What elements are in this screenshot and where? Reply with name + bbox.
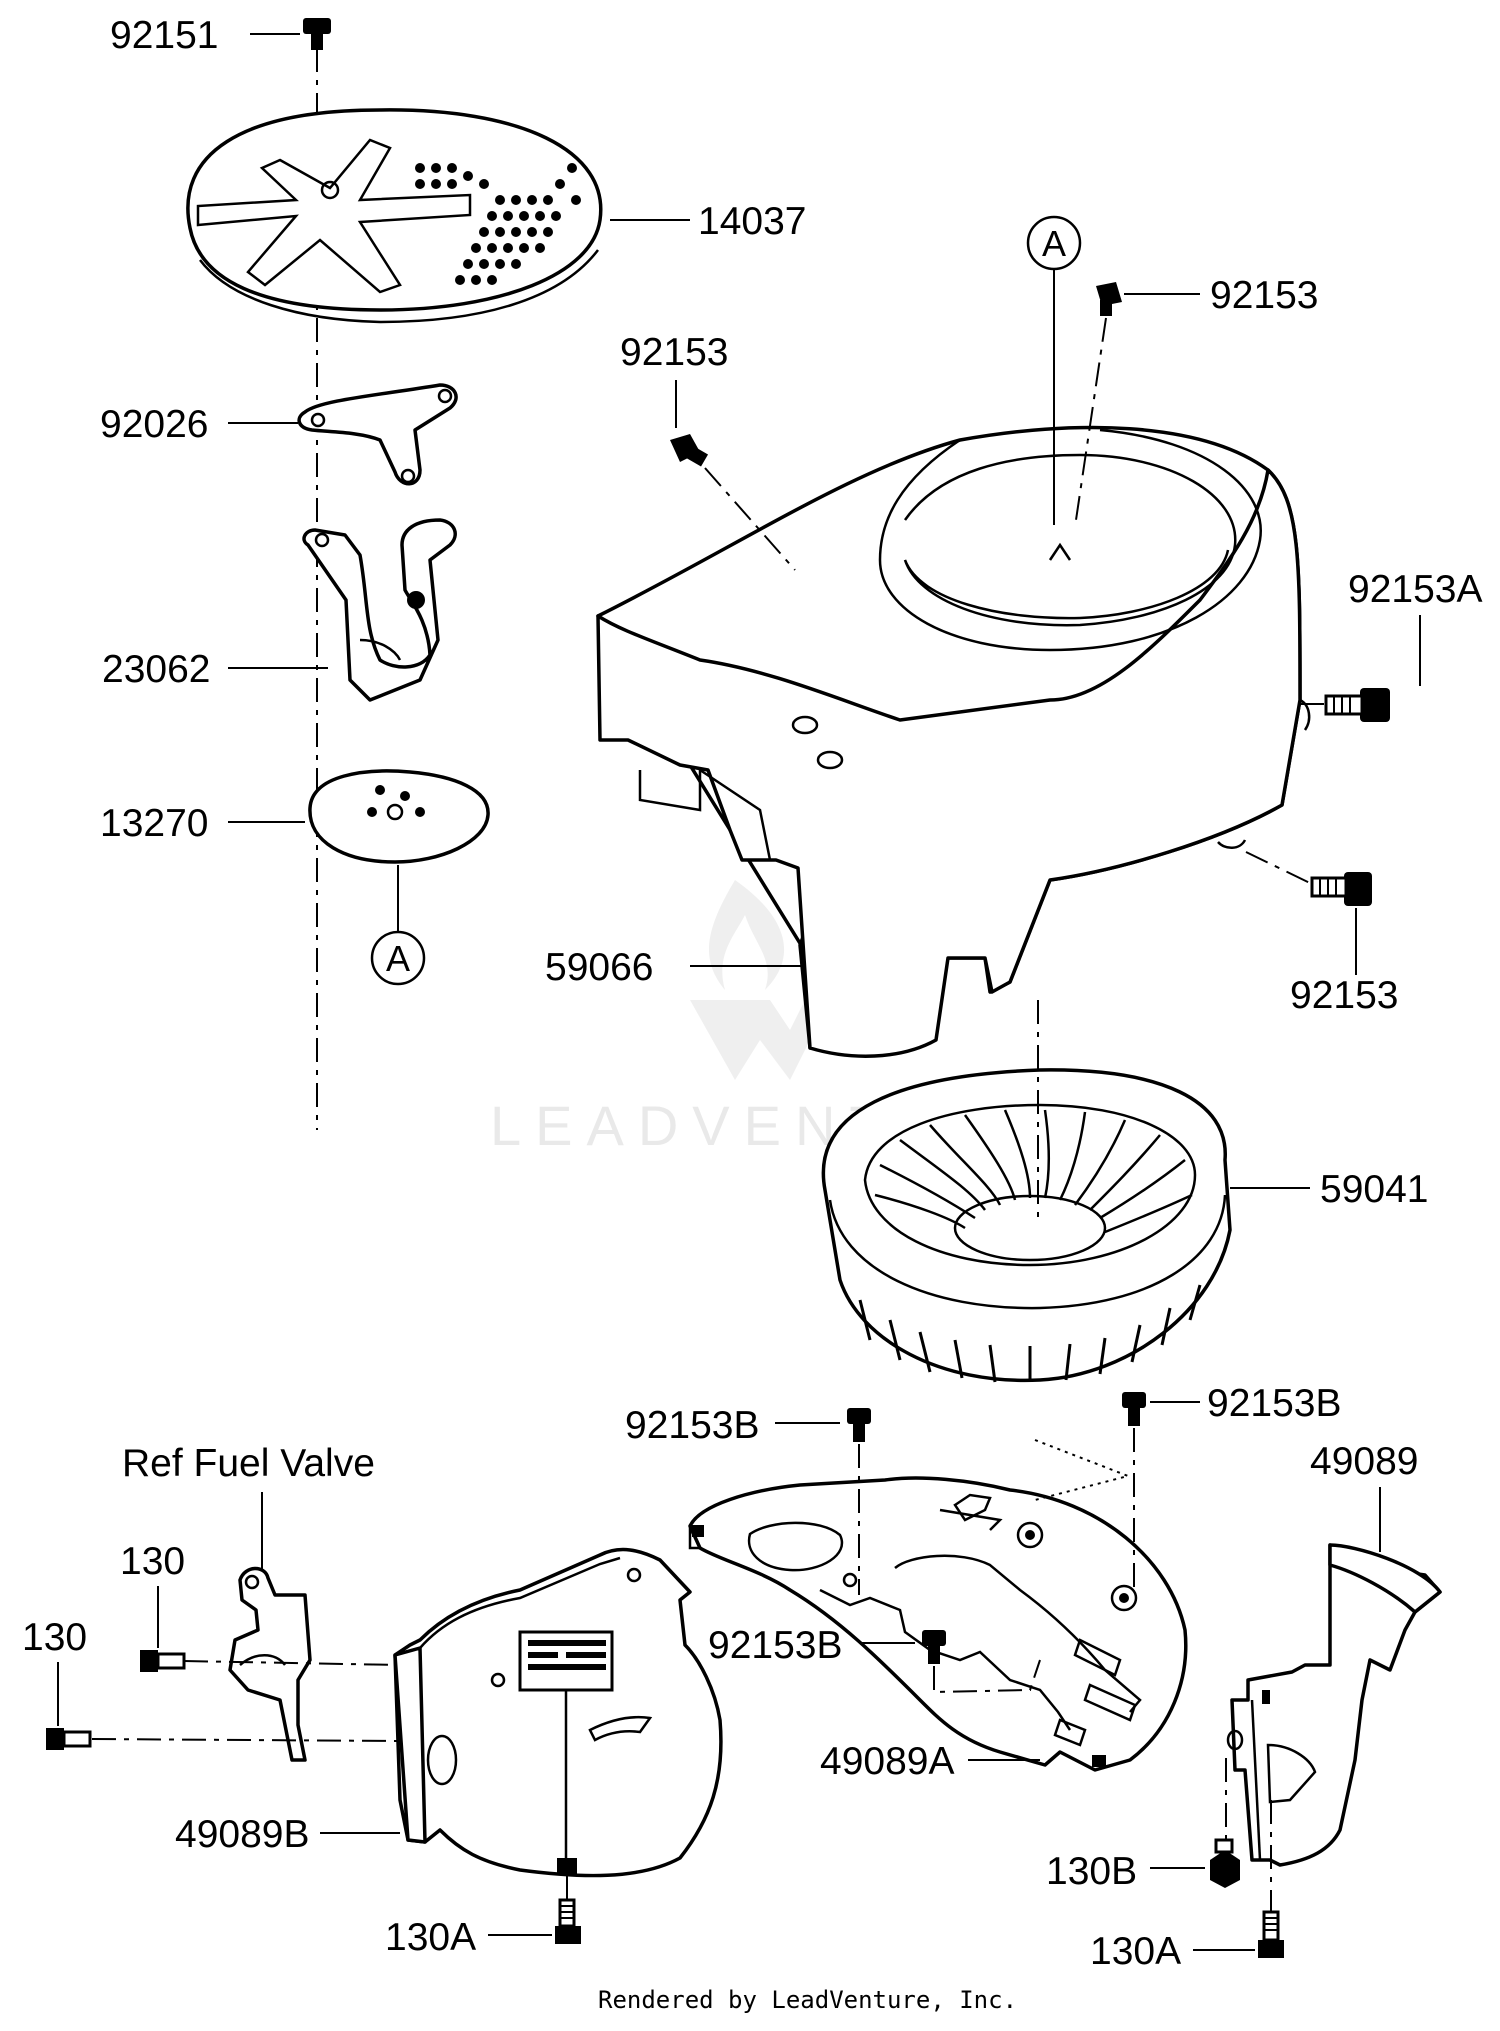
screw-92153B-right [1122,1392,1146,1426]
label-130A-right: 130A [1090,1930,1181,1973]
callout-a-lower [370,930,426,986]
axis-line-92153-left [704,467,796,571]
label-13270: 13270 [100,802,208,845]
part-14037-screen [186,108,603,324]
logo-mark-icon [690,1000,830,1080]
axis-line-92153-top [1075,317,1107,521]
label-130A-left: 130A [385,1916,476,1959]
part-59066-shroud [596,425,1311,1058]
screw-92153-left [670,434,709,467]
label-49089B: 49089B [175,1813,309,1856]
callout-a-upper-text: A [1042,223,1066,264]
screw-130-lower [46,1728,92,1750]
label-92026: 92026 [100,403,208,446]
label-92153B-lower: 92153B [708,1624,842,1667]
screw-130-upper [140,1650,186,1672]
screw-130A-right [1258,1910,1284,1958]
label-92153B-right: 92153B [1207,1382,1341,1425]
label-23062: 23062 [102,648,210,691]
label-130-lower: 130 [22,1616,87,1659]
label-92153-left: 92153 [620,331,728,374]
screw-92153B-lower [922,1630,946,1664]
part-fuel-valve-bracket [228,1566,312,1762]
screw-130A-left [555,1898,581,1944]
label-92151: 92151 [110,14,218,57]
part-49089A-baffle [688,1476,1188,1772]
part-59041-fan [821,1068,1232,1383]
part-13270-plate [308,769,490,864]
screw-92151 [303,18,331,50]
label-92153B-left: 92153B [625,1404,759,1447]
label-92153-top: 92153 [1210,274,1318,317]
axis-line-92153B-lower [933,1659,1041,1694]
part-49089-cover [1226,1543,1442,1867]
part-23062-bracket [302,518,457,702]
label-49089A: 49089A [820,1740,954,1783]
label-92153A: 92153A [1348,568,1482,611]
label-14037: 14037 [698,200,806,243]
label-59041: 59041 [1320,1168,1428,1211]
label-130B: 130B [1046,1850,1137,1893]
guide-lines [1034,1439,1132,1501]
screw-92153B-left [847,1408,871,1442]
label-49089: 49089 [1310,1440,1418,1483]
part-49089B-cover [393,1547,723,1878]
label-130-upper: 130 [120,1540,185,1583]
credit-text: Rendered by LeadVenture, Inc. [598,1986,1017,2014]
label-ref-fuel-valve: Ref Fuel Valve [122,1442,375,1485]
screw-92153-top [1096,282,1122,316]
bolt-92153A [1324,688,1390,722]
axis-line-130-lower [91,1738,401,1742]
axis-line-130-upper [183,1660,401,1666]
screw-130B [1210,1838,1240,1888]
label-59066: 59066 [545,946,653,989]
flame-logo-icon [708,880,785,990]
label-92153-right: 92153 [1290,974,1398,1017]
axis-line-92153-right [1245,851,1313,885]
bolt-92153-right [1310,872,1372,906]
part-92026-plate [297,383,458,486]
callout-a-lower-text: A [386,938,410,979]
